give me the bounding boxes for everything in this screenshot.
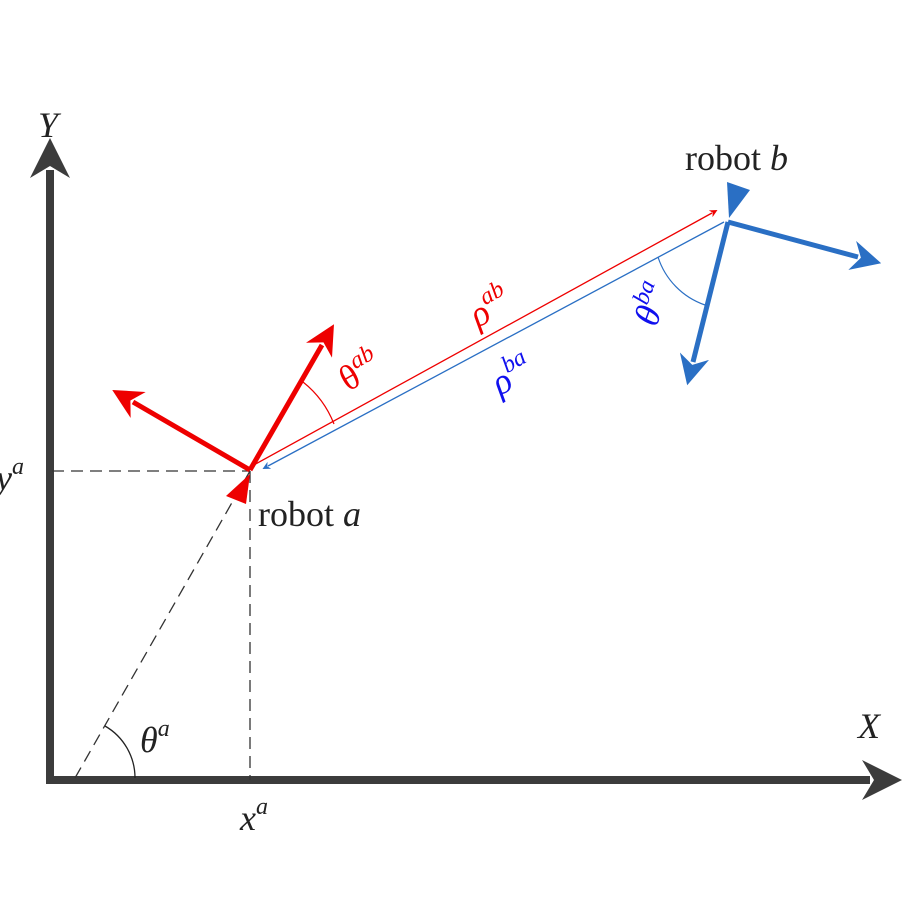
robot-b-y-axis-arrow <box>679 221 731 386</box>
theta-ab-arc <box>302 381 335 425</box>
robot-a-y-axis-arrow <box>112 389 252 473</box>
y-axis-label: Y <box>38 105 62 145</box>
theta-ba-arc <box>657 256 706 306</box>
robot-a-heading-marker <box>226 474 250 504</box>
rho-ab-label: ρab <box>459 276 518 335</box>
x-axis-label: X <box>856 706 882 746</box>
robot-b-label: robot b <box>685 138 788 178</box>
robot-b-heading-marker <box>727 182 750 218</box>
rho-ab-line <box>251 209 718 467</box>
x-a-label: xa <box>239 794 268 838</box>
theta-a-label: θa <box>140 716 170 760</box>
rho-ba-line <box>262 221 725 469</box>
theta-a-arc <box>104 725 136 779</box>
robot-b-x-axis-arrow <box>727 219 882 270</box>
dashed-position-line <box>74 470 251 779</box>
y-a-label: ya <box>0 454 24 498</box>
robot-a-x-axis-arrow <box>247 324 334 472</box>
rho-ba-label: ρba <box>481 344 540 403</box>
robot-a-label: robot a <box>258 494 361 534</box>
theta-ba-label: θba <box>622 277 678 331</box>
theta-ab-label: θab <box>330 340 388 399</box>
